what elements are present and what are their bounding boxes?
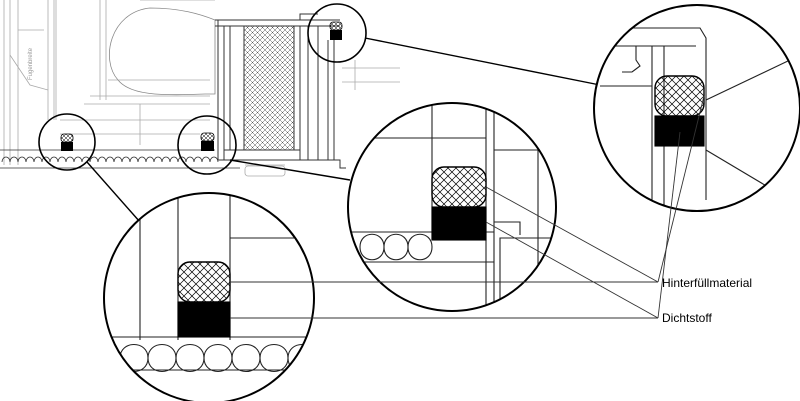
marker-circle-left [38,113,96,171]
overview-joint-middle [200,132,215,151]
leader-lines [230,95,705,319]
marker-circle-top [307,3,367,63]
overview-joint-left [60,133,74,151]
detail-circle-middle [347,102,557,312]
overview-base [0,149,240,169]
backfill-material-label: Hinterfüllmaterial [662,276,753,290]
overview-joint-top [329,21,343,40]
connector-lines [86,37,601,223]
detail-circle-left [103,192,315,401]
detail-circle-right [593,4,800,212]
marker-circle-middle [177,115,237,175]
window-profile [215,13,346,169]
overview-drawing [3,0,400,177]
faint-dimension-text: Fugenbreite [28,47,34,80]
sealant-label: Dichtstoff [662,311,712,325]
